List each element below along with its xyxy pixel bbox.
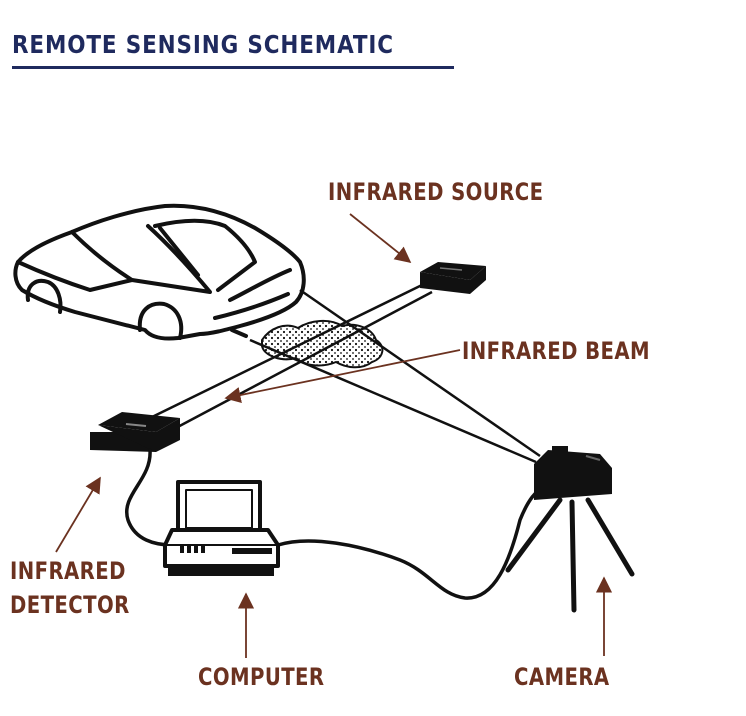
infrared-source-device [420,262,486,294]
car-illustration [13,203,306,341]
label-infrared-detector-line1: INFRARED [10,557,126,585]
detector-cable [124,448,174,547]
camera-tripod [505,497,635,613]
label-computer: COMPUTER [198,663,325,691]
title-underline [12,66,454,69]
infrared-detector-device [90,412,180,452]
label-infrared-beam: INFRARED BEAM [462,337,650,365]
label-arrows [55,213,613,658]
label-infrared-detector-line2: DETECTOR [10,591,130,619]
camera-sight-lines [249,288,541,464]
camera-cable [276,484,548,600]
label-infrared-source: INFRARED SOURCE [328,178,544,206]
computer-device [163,480,280,576]
diagram-title: REMOTE SENSING SCHEMATIC [12,30,394,59]
camera-device [534,446,612,500]
label-camera: CAMERA [514,663,610,691]
exhaust-cloud [261,320,384,369]
